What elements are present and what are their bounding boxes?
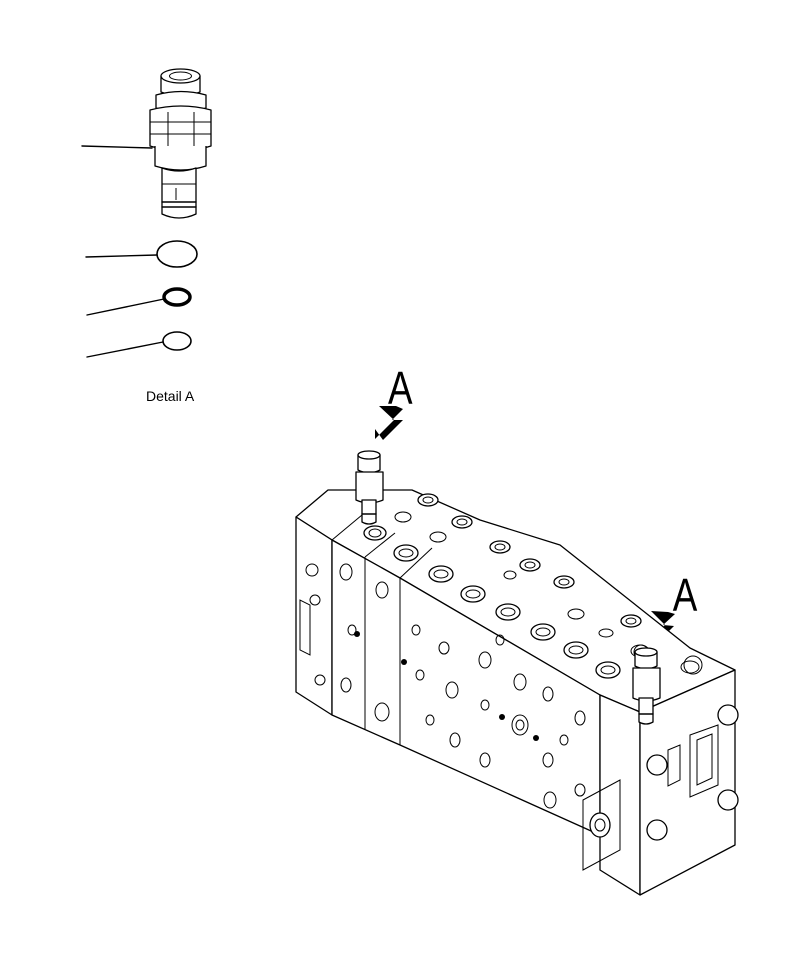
- callout-a-left: A: [375, 362, 413, 440]
- top-ports: [363, 493, 700, 679]
- leader-line-o-ring-small: [86, 341, 164, 358]
- callout-letter-left: A: [388, 362, 413, 414]
- detail-caption: Detail A: [146, 388, 195, 404]
- o-ring-large: [156, 240, 198, 268]
- callout-letter-right: A: [673, 569, 698, 621]
- callout-a-right: A: [647, 569, 698, 645]
- installed-relief-valve-left: [355, 450, 384, 525]
- callout-arrow-right: [647, 611, 675, 645]
- callout-arrow-left: [375, 406, 403, 440]
- leader-line-o-ring-large: [85, 254, 158, 258]
- relief-valve-cartridge: [149, 68, 212, 219]
- control-valve-block: [295, 450, 739, 896]
- backup-ring: [162, 287, 192, 307]
- leader-line-backup-ring: [86, 298, 165, 316]
- installed-relief-valve-right: [632, 647, 661, 725]
- leader-line-cartridge: [81, 145, 153, 149]
- front-face-holes: [339, 563, 586, 809]
- o-ring-small: [162, 331, 192, 351]
